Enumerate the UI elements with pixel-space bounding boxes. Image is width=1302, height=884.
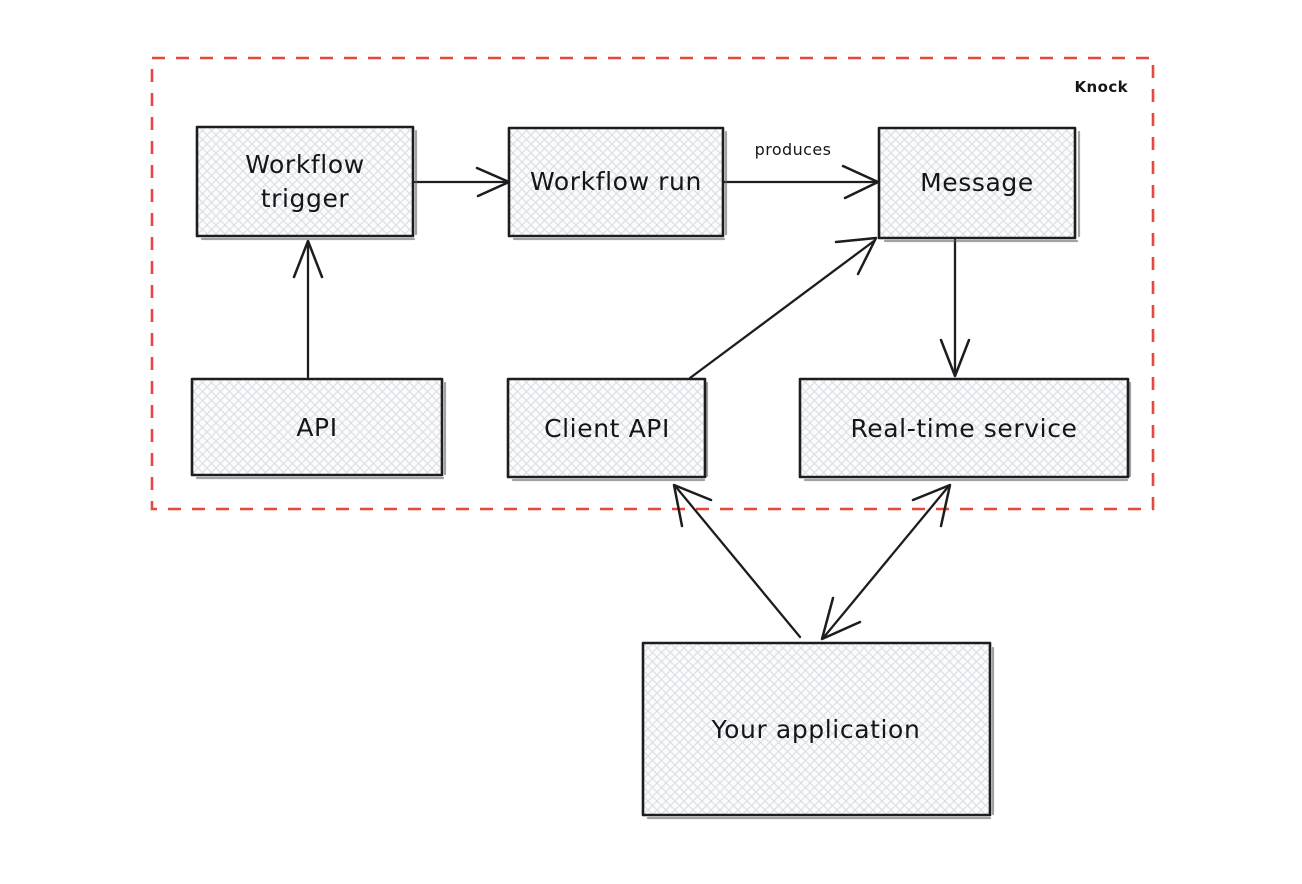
node-api[interactable]: API xyxy=(190,377,447,480)
edge-api-to-trigger xyxy=(292,239,324,379)
api-box[interactable] xyxy=(190,377,444,477)
edge-app-to-clientapi xyxy=(672,483,802,639)
real-time-service-label: Real-time service xyxy=(850,414,1077,443)
edge-trigger-to-run xyxy=(413,166,511,198)
node-workflow-run[interactable]: Workflow run xyxy=(507,126,728,241)
node-message[interactable]: Message xyxy=(877,126,1081,243)
your-application-box[interactable] xyxy=(641,641,992,817)
your-application-label: Your application xyxy=(711,715,921,744)
edge-clientapi-to-message xyxy=(688,236,878,380)
node-workflow-trigger[interactable]: Workflow trigger xyxy=(195,125,418,241)
knock-boundary-group: Knock xyxy=(150,56,1155,511)
node-your-application[interactable]: Your application xyxy=(641,641,995,820)
edge-app-realtime xyxy=(820,483,952,641)
edge-message-to-realtime xyxy=(939,238,971,378)
api-label: API xyxy=(296,413,337,442)
edge-run-to-message: produces xyxy=(722,140,880,200)
message-box[interactable] xyxy=(877,126,1077,240)
node-real-time-service[interactable]: Real-time service xyxy=(798,377,1132,482)
real-time-service-box[interactable] xyxy=(798,377,1130,479)
client-api-box[interactable] xyxy=(506,377,707,479)
workflow-run-box[interactable] xyxy=(507,126,725,238)
edge-label-produces: produces xyxy=(755,140,832,159)
workflow-trigger-label-line2: trigger xyxy=(261,184,350,213)
workflow-trigger-box[interactable] xyxy=(195,125,415,238)
client-api-label: Client API xyxy=(544,414,670,443)
knock-boundary-label: Knock xyxy=(1075,78,1129,96)
node-client-api[interactable]: Client API xyxy=(506,377,709,482)
message-label: Message xyxy=(920,168,1034,197)
knock-boundary-rect xyxy=(150,56,1155,511)
workflow-run-label: Workflow run xyxy=(530,167,702,196)
workflow-trigger-label-line1: Workflow xyxy=(245,150,365,179)
